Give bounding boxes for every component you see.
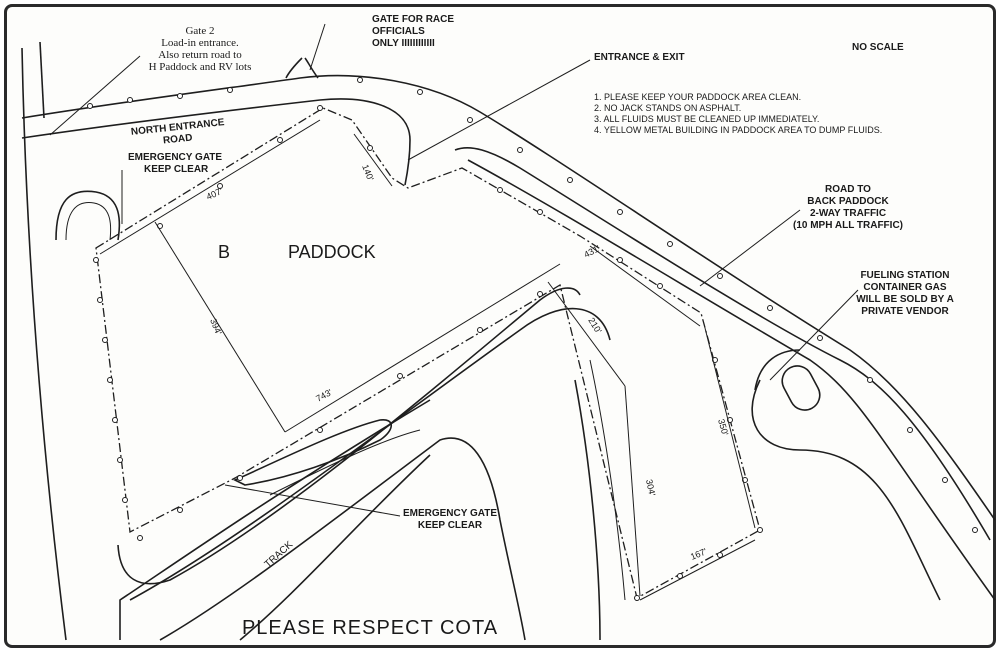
dimension-lines: [99, 119, 756, 601]
rules-list: 1. PLEASE KEEP YOUR PADDOCK AREA CLEAN. …: [594, 92, 882, 135]
dim-350: 350': [716, 418, 730, 437]
b-paddock-fence: [95, 107, 761, 599]
left-loop: [55, 190, 121, 241]
emergency-gate-top-label-1: EMERGENCY GATE: [128, 152, 222, 163]
rule-item: 4. YELLOW METAL BUILDING IN PADDOCK AREA…: [594, 125, 882, 135]
fuel-label-2: CONTAINER GAS: [863, 282, 946, 293]
fuel-container-pad: [781, 365, 821, 411]
fence-posts: [87, 77, 978, 601]
race-gate-label-2: OFFICIALS: [372, 26, 425, 37]
back-road-label-4: (10 MPH ALL TRAFFIC): [793, 220, 903, 231]
emergency-gate-top-label-2: KEEP CLEAR: [144, 164, 209, 175]
back-road-label-2: BACK PADDOCK: [807, 196, 889, 207]
dim-304: 304': [644, 478, 657, 497]
rule-item: 2. NO JACK STANDS ON ASPHALT.: [594, 103, 741, 113]
paddock-letter: B: [218, 242, 230, 262]
rule-item: 3. ALL FLUIDS MUST BE CLEANED UP IMMEDIA…: [594, 114, 819, 124]
race-gate-label-1: GATE FOR RACE: [372, 14, 454, 25]
track-label: TRACK: [263, 539, 296, 570]
track-right-edge-2: [589, 359, 626, 601]
north-road-upper-edge: [21, 74, 996, 521]
road-to-back-paddock-edge: [454, 146, 991, 541]
gate-island-2: [269, 429, 421, 496]
road-to-back-paddock-inner: [467, 159, 996, 601]
track-edge-1: [119, 399, 431, 640]
fuel-label-1: FUELING STATION: [860, 270, 949, 281]
dim-394: 394': [208, 317, 224, 337]
fuel-label-3: WILL BE SOLD BY A: [856, 294, 954, 305]
paddock-name: PADDOCK: [288, 242, 376, 262]
dim-743: 743': [314, 387, 334, 404]
dim-210: 210': [586, 316, 603, 336]
north-road-label-2: ROAD: [163, 133, 193, 147]
fuel-label-4: PRIVATE VENDOR: [861, 306, 949, 317]
paddock-bottom-road-1: [117, 287, 581, 585]
left-road-edge-inner: [39, 41, 45, 119]
left-loop-inner: [65, 202, 112, 241]
gate2-label-2: Load-in entrance.: [161, 37, 239, 49]
north-road-lower-edge: [21, 98, 411, 186]
paddock-bottom-road-2: [129, 307, 611, 601]
left-road-edge-outer: [21, 47, 67, 641]
track-inner-curve: [239, 454, 431, 641]
gate2-label-4: H Paddock and RV lots: [149, 61, 252, 73]
fuel-island: [751, 379, 941, 601]
track-right-edge: [574, 379, 601, 641]
gate-island: [233, 419, 393, 486]
back-road-label-3: 2-WAY TRAFFIC: [810, 208, 886, 219]
back-road-label-1: ROAD TO: [825, 184, 871, 195]
dim-140: 140': [360, 163, 376, 183]
emergency-gate-bottom-label-1: EMERGENCY GATE: [403, 508, 497, 519]
emergency-gate-bottom-label-2: KEEP CLEAR: [418, 520, 483, 531]
no-scale-label: NO SCALE: [852, 42, 904, 53]
dim-431: 431': [582, 243, 602, 260]
fuel-road-curve: [754, 349, 801, 391]
footer-title: PLEASE RESPECT COTA: [242, 617, 498, 639]
track-edge-2: [159, 437, 526, 641]
gate2-label-3: Also return road to: [158, 49, 242, 61]
rule-item: 1. PLEASE KEEP YOUR PADDOCK AREA CLEAN.: [594, 92, 801, 102]
entrance-exit-label: ENTRANCE & EXIT: [594, 52, 685, 63]
leader-lines: [49, 23, 859, 517]
gate2-label-1: Gate 2: [185, 25, 214, 37]
map-frame: [4, 4, 996, 648]
race-gate-label-3: ONLY IIIIIIIIIIII: [372, 38, 435, 49]
race-gate-curve: [285, 57, 319, 79]
